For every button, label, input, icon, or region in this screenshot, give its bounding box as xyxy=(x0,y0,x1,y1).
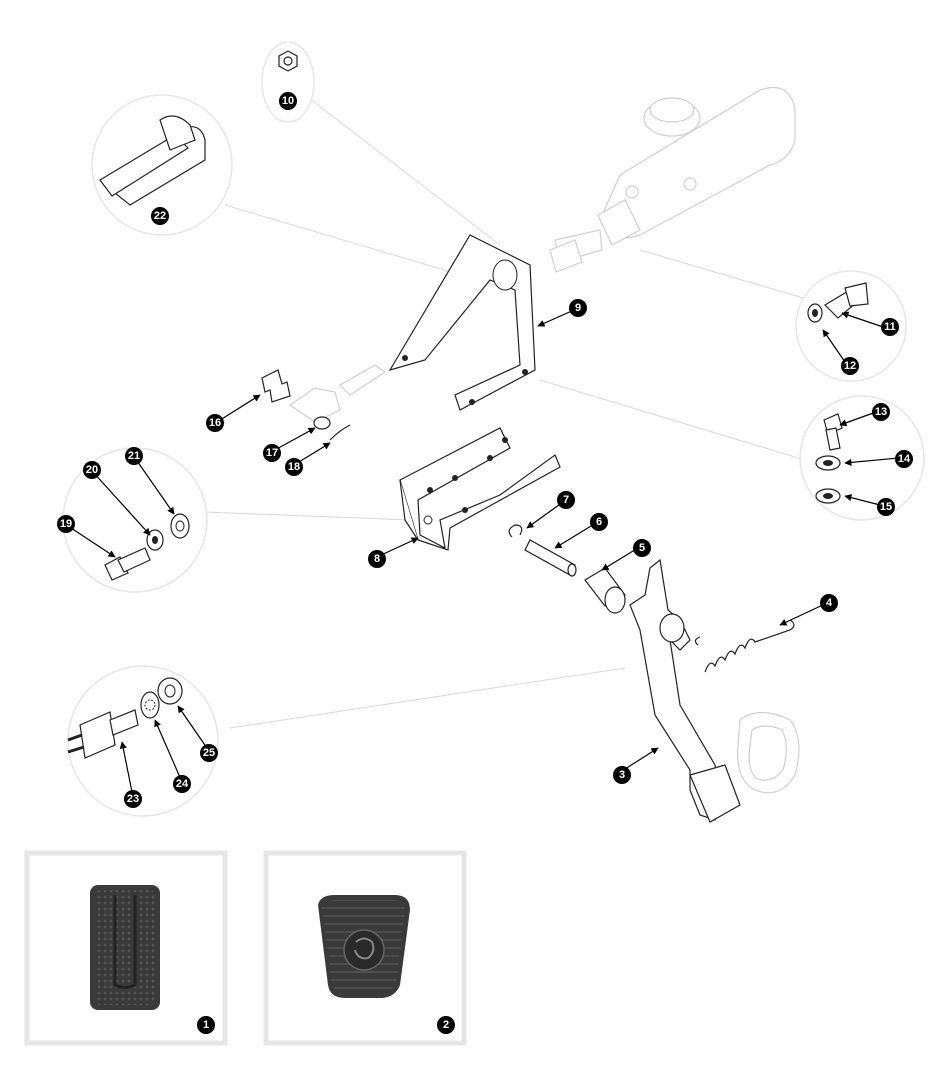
clevis-pin-group xyxy=(261,364,387,441)
callout-14: 14 xyxy=(895,450,913,468)
callout-23: 23 xyxy=(124,790,142,808)
svg-text:21: 21 xyxy=(128,450,140,462)
svg-text:25: 25 xyxy=(203,747,215,759)
leader-lines xyxy=(204,94,811,729)
callout-16: 16 xyxy=(206,414,224,432)
svg-text:1: 1 xyxy=(203,1019,209,1031)
svg-text:11: 11 xyxy=(884,321,896,333)
svg-text:7: 7 xyxy=(563,494,569,506)
svg-text:19: 19 xyxy=(60,518,72,530)
svg-text:10: 10 xyxy=(282,95,294,107)
callout-12: 12 xyxy=(841,357,859,375)
svg-text:17: 17 xyxy=(266,447,278,459)
pivot-parts xyxy=(508,524,626,614)
callout-13: 13 xyxy=(872,403,890,421)
zoom-circle-10 xyxy=(261,41,315,123)
callout-4: 4 xyxy=(820,594,838,612)
callout-15: 15 xyxy=(877,498,895,516)
pedal-rubber-ghost xyxy=(737,711,800,794)
svg-text:18: 18 xyxy=(288,461,300,473)
svg-text:5: 5 xyxy=(639,542,645,554)
svg-text:16: 16 xyxy=(209,417,221,429)
pad-frame-2 xyxy=(263,850,467,1046)
callout-5: 5 xyxy=(633,539,651,557)
svg-text:20: 20 xyxy=(86,464,98,476)
callout-8: 8 xyxy=(368,550,386,568)
svg-text:24: 24 xyxy=(176,778,189,790)
svg-text:15: 15 xyxy=(880,501,892,513)
svg-text:3: 3 xyxy=(619,769,625,781)
callout-7: 7 xyxy=(557,491,575,509)
pedal-bracket-lower xyxy=(399,427,561,551)
svg-text:12: 12 xyxy=(844,360,856,372)
callout-10: 10 xyxy=(279,92,297,110)
svg-text:2: 2 xyxy=(443,1019,449,1031)
svg-text:22: 22 xyxy=(154,210,166,222)
callout-19: 19 xyxy=(57,515,75,533)
zoom-circle-22 xyxy=(91,94,233,236)
callout-22: 22 xyxy=(151,207,169,225)
return-spring xyxy=(694,619,795,673)
callout-24: 24 xyxy=(173,775,191,793)
svg-text:13: 13 xyxy=(875,406,887,418)
zoom-circle-11-12 xyxy=(795,270,907,382)
pedal-arm xyxy=(629,558,741,823)
callout-18: 18 xyxy=(285,458,303,476)
callout-2: 2 xyxy=(437,1016,455,1034)
callout-arrows xyxy=(67,309,900,798)
zoom-circle-13-15 xyxy=(799,395,925,521)
callout-6: 6 xyxy=(590,513,608,531)
svg-text:8: 8 xyxy=(374,553,380,565)
svg-text:23: 23 xyxy=(127,793,139,805)
svg-text:9: 9 xyxy=(575,302,581,314)
pad-frame-1 xyxy=(24,850,228,1046)
callout-3: 3 xyxy=(613,766,631,784)
callout-11: 11 xyxy=(881,318,899,336)
callout-20: 20 xyxy=(83,461,101,479)
pedal-bracket-upper xyxy=(388,234,536,411)
callout-9: 9 xyxy=(569,299,587,317)
callout-21: 21 xyxy=(125,447,143,465)
zoom-circle-23-25 xyxy=(67,665,219,817)
callout-1: 1 xyxy=(197,1016,215,1034)
svg-text:6: 6 xyxy=(596,516,602,528)
callout-25: 25 xyxy=(200,744,218,762)
svg-text:4: 4 xyxy=(826,597,833,609)
svg-text:14: 14 xyxy=(898,453,911,465)
callout-17: 17 xyxy=(263,444,281,462)
master-cylinder-ghost xyxy=(549,86,796,273)
zoom-circle-19-21 xyxy=(62,447,208,593)
